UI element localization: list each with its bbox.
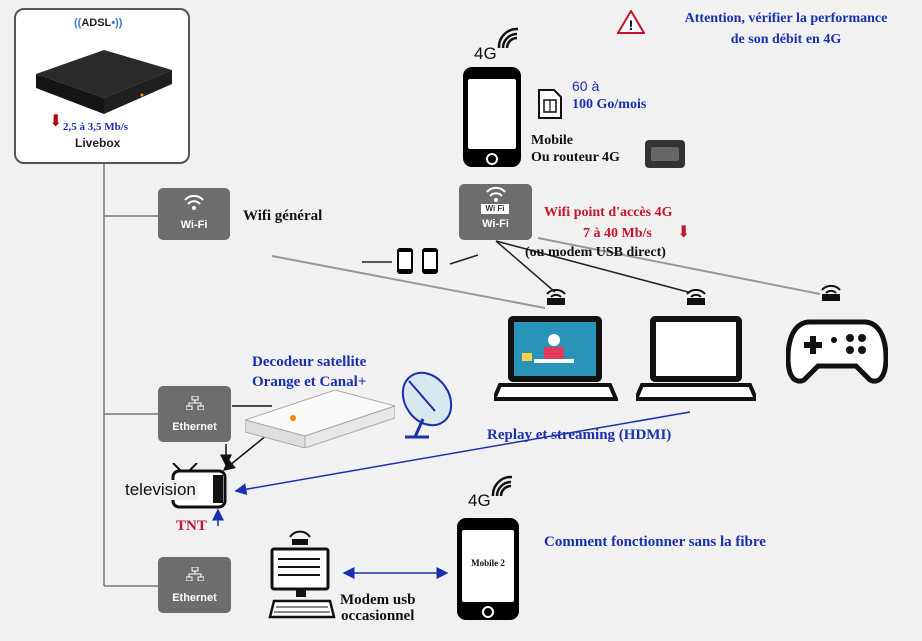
- hotspot-note: (ou modem USB direct): [525, 245, 666, 260]
- adsl-label: ((ADSL•)): [74, 17, 123, 29]
- livebox-speed-arrow: ⬇: [49, 111, 63, 130]
- wifi-badge-icon: [683, 287, 709, 305]
- signal-icon: [491, 475, 513, 497]
- warning-icon: !: [617, 10, 645, 34]
- hotspot-wifi-box: Wi Fi Wi-Fi: [459, 184, 532, 240]
- satellite-dish-icon: [401, 371, 453, 439]
- wifi-badge-icon: [543, 287, 569, 305]
- mobile-label-line2: Ou routeur 4G: [531, 150, 620, 165]
- decoder-label: Decodeur satellite Orange et Canal+: [252, 354, 367, 390]
- satellite-decoder-icon: [245, 390, 395, 448]
- television-label: television: [125, 480, 198, 500]
- hotspot-title: Wifi point d'accès 4G: [544, 205, 673, 220]
- small-phone-icon: [397, 248, 413, 274]
- svg-text:!: !: [629, 17, 634, 33]
- fibre-caption: Comment fonctionner sans la fibre: [544, 534, 766, 550]
- wifi-general-label: Wifi général: [243, 208, 323, 224]
- laptop-icon: [636, 316, 756, 401]
- attention-text: Attention, vérifier la performance de so…: [684, 11, 888, 47]
- network-icon: [185, 566, 205, 584]
- desktop-computer-icon: [268, 530, 336, 619]
- mobile-data-line1: 60 à: [572, 78, 600, 94]
- hotspot-speed-arrow: ⬇: [677, 222, 691, 241]
- mobile-4g-badge: 4G: [474, 44, 497, 63]
- mobile-label-line1: Mobile: [531, 133, 573, 148]
- livebox-icon: [36, 50, 172, 114]
- livebox-name: Livebox: [75, 136, 121, 150]
- ethernet-box-1: Ethernet: [158, 386, 231, 442]
- signal-icon: [497, 27, 519, 49]
- modem-usb-label: Modem usb occasionnel: [340, 592, 416, 624]
- mobile-data-line2: 100 Go/mois: [572, 97, 647, 112]
- sim-card-icon: [538, 89, 562, 119]
- wifi-general-box: Wi-Fi: [158, 188, 230, 240]
- wifi-badge-icon: [818, 283, 844, 301]
- game-controller-icon: [786, 319, 888, 384]
- livebox-speed: 2,5 à 3,5 Mb/s: [63, 121, 129, 133]
- streaming-label: Replay et streaming (HDMI): [487, 427, 672, 443]
- mobile2-phone-icon: Mobile 2: [457, 518, 519, 620]
- tnt-label: TNT: [176, 518, 207, 534]
- mobile-phone-icon: [463, 67, 521, 167]
- ethernet-box-2: Ethernet: [158, 557, 231, 613]
- mobile2-4g-badge: 4G: [468, 491, 491, 510]
- television-icon: television: [123, 463, 233, 513]
- mobile2-label: Mobile 2: [471, 558, 505, 568]
- hotspot-speed: 7 à 40 Mb/s: [583, 226, 652, 241]
- router-4g-icon: [645, 140, 685, 168]
- network-icon: [185, 395, 205, 413]
- wifi-icon: [183, 194, 205, 213]
- laptop-streaming-icon: [494, 316, 618, 401]
- wifi-icon: [485, 186, 507, 204]
- small-phone-icon: [422, 248, 438, 274]
